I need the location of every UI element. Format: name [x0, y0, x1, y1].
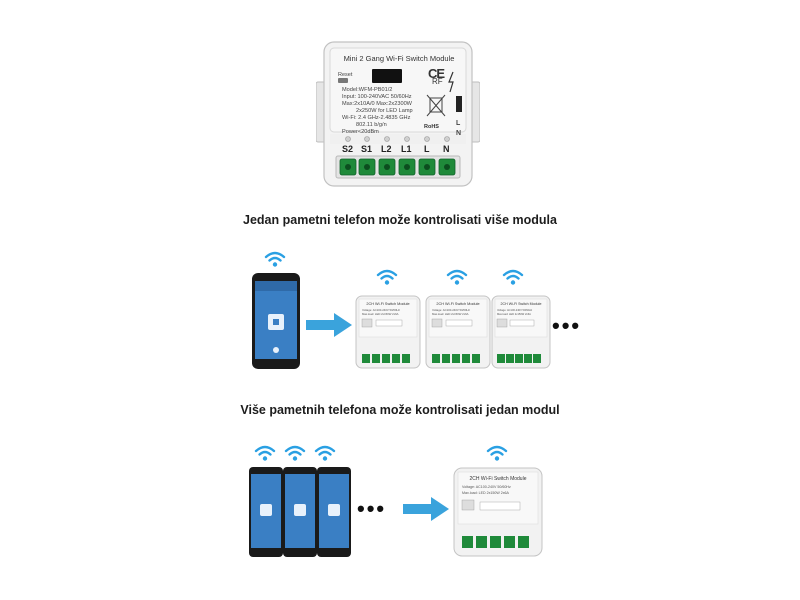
rf-label: RF	[432, 77, 443, 86]
spec-max: Max:2x10A/0 Max:2x2300W	[342, 101, 412, 107]
terminal-label: L	[424, 144, 430, 154]
terminal-label: S2	[342, 144, 354, 154]
small-module-line1: Voltage: AC100-240V 50/60Hz	[462, 485, 511, 489]
small-module-title: 2CH Wi-Fi Switch Module	[501, 302, 542, 306]
smartphone-icon	[249, 467, 283, 557]
smartphone-icon	[283, 467, 317, 557]
small-module-body: 2CH Wi-Fi Switch Module Voltage: AC100-2…	[355, 295, 421, 369]
main-module-title: Mini 2 Gang Wi-Fi Switch Module	[343, 54, 455, 63]
small-module-line1: Voltage: AC100-240V 50/60Hz	[497, 308, 533, 312]
small-module-line1: Voltage: AC100-240V 50/60Hz	[362, 308, 401, 312]
arrow-right-icon	[403, 497, 449, 521]
rohs-mark: RoHS	[424, 124, 439, 130]
arrow-right-icon	[306, 313, 352, 337]
small-module-title: 2CH Wi-Fi Switch Module	[436, 302, 479, 306]
small-module-line1: Voltage: AC100-240V 50/60Hz	[432, 308, 471, 312]
small-module-line2: Max.load: LED 2x150W 2x6A	[462, 491, 510, 495]
spec-protocol: 802.11 b/g/n	[356, 122, 387, 128]
smartphones-group	[249, 467, 351, 557]
terminal-label: S1	[361, 144, 373, 154]
spec-input: Input: 100-240VAC 50/60Hz	[342, 94, 412, 100]
spec-led: 2x250W for LED Lamp	[356, 108, 413, 114]
small-module-line2: Max.load: LED 2x150W 2x6A	[497, 312, 531, 316]
small-module-title: 2CH Wi-Fi Switch Module	[366, 302, 409, 306]
ellipsis: •••	[552, 313, 582, 338]
small-module-body: 2CH Wi-Fi Switch Module Voltage: AC100-2…	[491, 295, 551, 369]
terminal-label: N	[443, 144, 450, 154]
ce-mark: CE	[428, 66, 445, 81]
wifi-icon	[376, 269, 398, 285]
side-n-label: N	[456, 130, 462, 137]
small-module-large: 2CH Wi-Fi Switch Module Voltage: AC100-2…	[453, 467, 543, 557]
reset-label: Reset	[338, 72, 353, 78]
smartphone-icon	[252, 273, 300, 369]
terminal-label: L2	[381, 144, 392, 154]
small-module-body: 2CH Wi-Fi Switch Module Voltage: AC100-2…	[425, 295, 491, 369]
wifi-icon	[502, 269, 524, 285]
small-module-line2: Max.load: LED 2x150W 2x6A	[362, 312, 399, 316]
side-l-label: L	[456, 120, 461, 127]
spec-power: Power<20dBm	[342, 129, 379, 135]
main-module-body	[316, 41, 480, 187]
small-module-line2: Max.load: LED 2x150W 2x6A	[432, 312, 469, 316]
wifi-icon	[486, 445, 508, 461]
section2-heading: Više pametnih telefona može kontrolisati…	[240, 403, 560, 417]
small-module-title: 2CH Wi-Fi Switch Module	[470, 476, 527, 482]
spec-wifi: Wi-Fi: 2.4 GHz-2.4835 GHz	[342, 115, 411, 121]
smartphone-icon	[317, 467, 351, 557]
ellipsis: •••	[357, 496, 387, 521]
wifi-icon	[264, 251, 286, 267]
wifi-icon	[446, 269, 468, 285]
main-switch-module: Mini 2 Gang Wi-Fi Switch Module Reset RF…	[316, 40, 480, 190]
terminal-label: L1	[401, 144, 412, 154]
wifi-icon	[254, 445, 336, 461]
spec-model: Model:WFM-PB01/2	[342, 87, 393, 93]
section1-heading: Jedan pametni telefon može kontrolisati …	[243, 213, 557, 227]
